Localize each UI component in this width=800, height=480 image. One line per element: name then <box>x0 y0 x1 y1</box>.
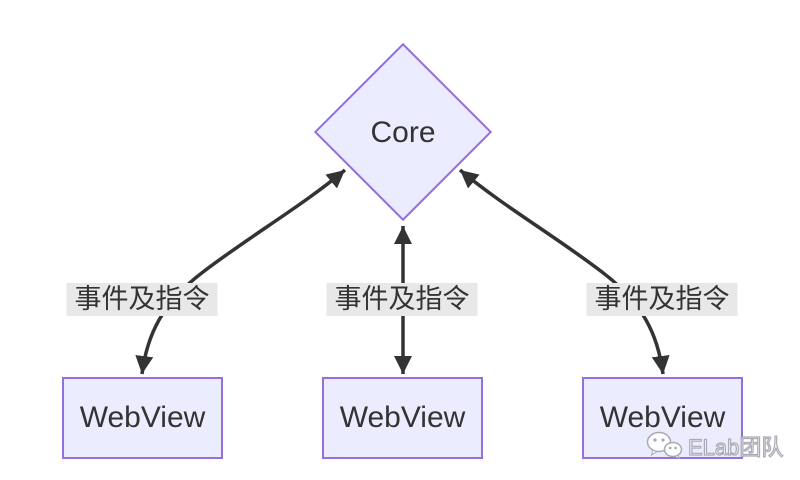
wechat-icon <box>646 431 683 460</box>
watermark-text: ELab团队 <box>687 434 784 460</box>
node-webview-right-label: WebView <box>599 401 726 434</box>
edge-label-middle: 事件及指令 <box>326 283 478 316</box>
node-webview-middle-label: WebView <box>339 401 466 434</box>
node-core-label: Core <box>370 116 436 149</box>
edge-left-webview-core <box>135 168 347 375</box>
edge-label-left: 事件及指令 <box>66 283 218 316</box>
watermark: ELab团队 <box>645 429 784 462</box>
node-webview-left: WebView <box>62 377 223 459</box>
node-webview-left-label: WebView <box>79 401 206 434</box>
node-webview-right: WebView <box>582 377 743 459</box>
node-webview-middle: WebView <box>322 377 483 459</box>
edge-right-webview-core <box>458 168 670 375</box>
edge-label-right: 事件及指令 <box>586 283 738 316</box>
